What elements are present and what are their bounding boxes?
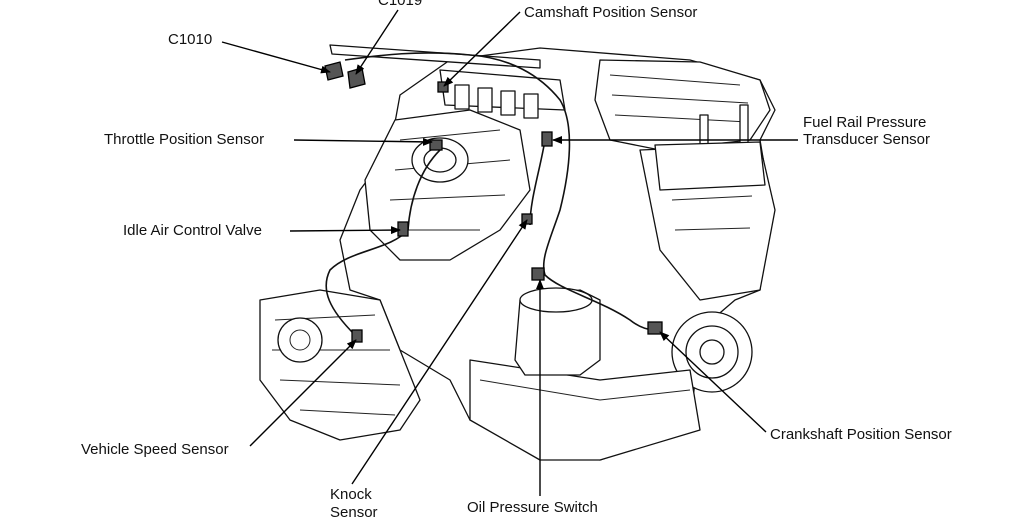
c1019-connector	[347, 67, 366, 89]
fuel-rail-pressure-sensor	[541, 131, 553, 147]
knock-sensor	[521, 213, 533, 225]
leader-c1019	[355, 9, 399, 75]
label-vehicle-speed-sensor: Vehicle Speed Sensor	[81, 441, 229, 458]
leader-vehicle-speed	[249, 339, 357, 447]
label-camshaft-position-sensor: Camshaft Position Sensor	[524, 4, 698, 21]
label-c1010: C1010	[168, 31, 213, 48]
leader-knock	[351, 219, 528, 485]
label-c1019: C1019	[378, 0, 423, 9]
camshaft-sensor	[437, 81, 449, 93]
label-throttle-position-sensor: Throttle Position Sensor	[104, 131, 265, 148]
leader-idle-air	[289, 226, 401, 235]
oil-pressure-switch	[531, 267, 545, 281]
engine-illustration	[259, 44, 776, 461]
leader-crankshaft	[659, 331, 767, 433]
leader-camshaft	[443, 11, 521, 87]
label-crankshaft-position-sensor: Crankshaft Position Sensor	[770, 426, 952, 443]
idle-air-control-valve	[397, 221, 409, 237]
label-oil-pressure-switch: Oil Pressure Switch	[467, 499, 598, 516]
leader-lines	[221, 9, 798, 496]
crankshaft-position-sensor	[647, 321, 663, 335]
label-idle-air-control-valve: Idle Air Control Valve	[123, 222, 262, 239]
vehicle-speed-sensor	[351, 329, 363, 343]
label-fuel-rail-pressure-line2: Transducer Sensor	[803, 131, 931, 148]
label-knock-line2: Sensor	[330, 504, 378, 521]
label-knock-line1: Knock	[330, 486, 372, 503]
label-fuel-rail-pressure-line1: Fuel Rail Pressure	[803, 114, 927, 131]
leader-c1010	[221, 41, 331, 74]
leader-throttle	[293, 137, 433, 146]
